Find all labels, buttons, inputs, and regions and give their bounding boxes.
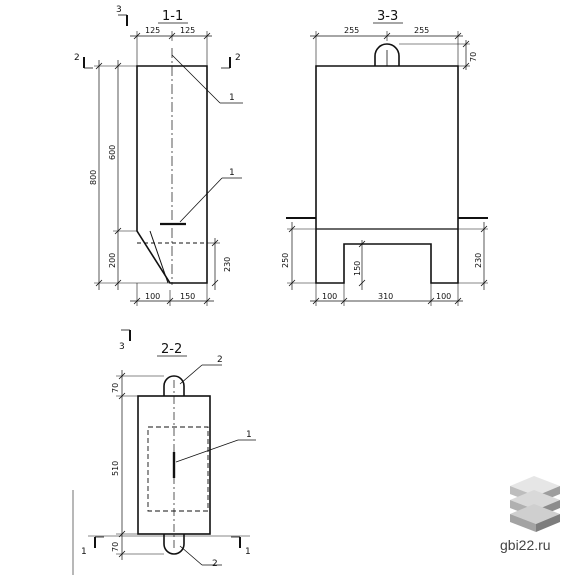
watermark-text: gbi22.ru — [500, 537, 551, 553]
block-1-1-outline — [136, 65, 208, 284]
cut-mark-1-left: 1 — [81, 547, 87, 557]
dim-150-3-3: 150 — [353, 261, 362, 276]
cut-mark-1-right: 1 — [245, 547, 251, 557]
dim-800: 800 — [89, 170, 98, 185]
dim-600: 600 — [108, 145, 117, 160]
dashed-inner-rect — [147, 426, 209, 512]
dim-top-255-left: 255 — [344, 26, 359, 35]
leader-line-1a — [171, 54, 221, 104]
view-mark-3-lower: 3 — [119, 342, 125, 352]
section-2-2 — [72, 329, 256, 575]
leader-label-2-bottom: 2 — [212, 559, 218, 569]
dim-bottom-150: 150 — [180, 292, 195, 301]
dim-510-2-2: 510 — [111, 461, 120, 476]
section-1-1 — [83, 14, 243, 306]
title-section-1-1: 1-1 — [162, 9, 183, 24]
dim-200: 200 — [108, 253, 117, 268]
leader-label-1b: 1 — [229, 168, 235, 178]
dim-70-top-2-2: 70 — [111, 383, 120, 393]
dim-230-1-1: 230 — [223, 257, 232, 272]
dim-bottom-100-left: 100 — [322, 292, 337, 301]
dim-230-3-3: 230 — [474, 253, 483, 268]
title-section-3-3: 3-3 — [377, 9, 398, 24]
cut-mark-2-right: 2 — [235, 53, 241, 63]
title-section-2-2: 2-2 — [161, 342, 182, 357]
dim-70-bottom-2-2: 70 — [111, 542, 120, 552]
leader-label-1a: 1 — [229, 93, 235, 103]
leader-line-1b — [179, 177, 223, 223]
dim-top-255-right: 255 — [414, 26, 429, 35]
dim-top-125-left: 125 — [145, 26, 160, 35]
dim-top-125-right: 125 — [180, 26, 195, 35]
leader-label-2-top: 2 — [217, 355, 223, 365]
lifting-loop-3-3 — [374, 43, 400, 66]
dim-250-3-3: 250 — [281, 253, 290, 268]
dim-70-3-3: 70 — [469, 52, 478, 62]
leader-label-1-middle: 1 — [246, 430, 252, 440]
section-3-3 — [286, 31, 488, 306]
dim-bottom-100-right: 100 — [436, 292, 451, 301]
chamfer-line — [149, 230, 169, 284]
block-3-3-outline — [315, 65, 459, 284]
lifting-loop-bottom — [163, 534, 185, 555]
logo-icon — [510, 476, 560, 532]
dim-bottom-100: 100 — [145, 292, 160, 301]
lifting-loop-top — [163, 375, 185, 396]
view-mark-3-top: 3 — [116, 5, 122, 15]
dim-bottom-310: 310 — [378, 292, 393, 301]
cut-mark-2-left: 2 — [74, 53, 80, 63]
